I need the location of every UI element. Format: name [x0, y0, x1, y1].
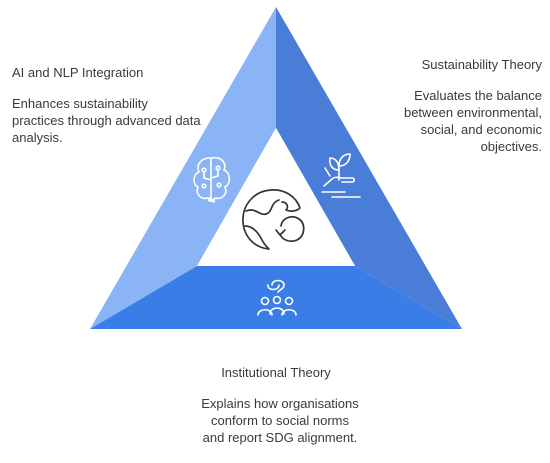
- triangle-right-segment: [276, 7, 462, 329]
- triangle-bottom-segment: [90, 266, 462, 329]
- sustainability-title: Sustainability Theory: [421, 57, 542, 72]
- institutional-description: Explains how organisations conform to so…: [201, 396, 359, 445]
- ai-nlp-description: Enhances sustainability practices throug…: [12, 96, 201, 145]
- ai-nlp-block: AI and NLP Integration Enhances sustaina…: [12, 64, 202, 146]
- ai-nlp-title: AI and NLP Integration: [12, 65, 144, 80]
- globe-cycle-icon: [242, 189, 305, 250]
- institutional-title: Institutional Theory: [221, 365, 331, 380]
- plant-hand-icon: [321, 153, 361, 198]
- triangle-left-segment: [90, 7, 276, 329]
- triangle-center: [197, 128, 355, 266]
- people-group-icon: [257, 279, 297, 316]
- institutional-block: Institutional Theory Explains how organi…: [186, 364, 366, 446]
- sustainability-description: Evaluates the balance between environmen…: [403, 88, 542, 154]
- brain-circuit-icon: [193, 156, 231, 203]
- sustainability-block: Sustainability Theory Evaluates the bala…: [372, 56, 542, 155]
